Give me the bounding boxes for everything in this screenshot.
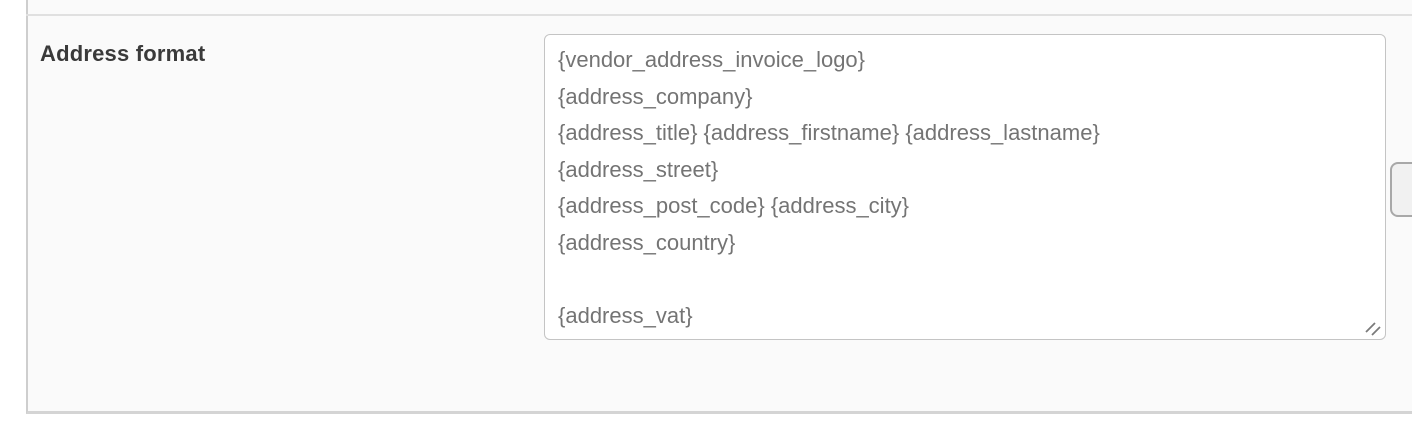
address-format-textarea[interactable]: {vendor_address_invoice_logo} {address_c… xyxy=(544,34,1386,340)
resize-grip-icon[interactable] xyxy=(1363,320,1383,338)
address-format-label: Address format xyxy=(40,41,206,66)
adjacent-side-button[interactable] xyxy=(1390,162,1412,217)
row-divider xyxy=(26,14,1412,16)
